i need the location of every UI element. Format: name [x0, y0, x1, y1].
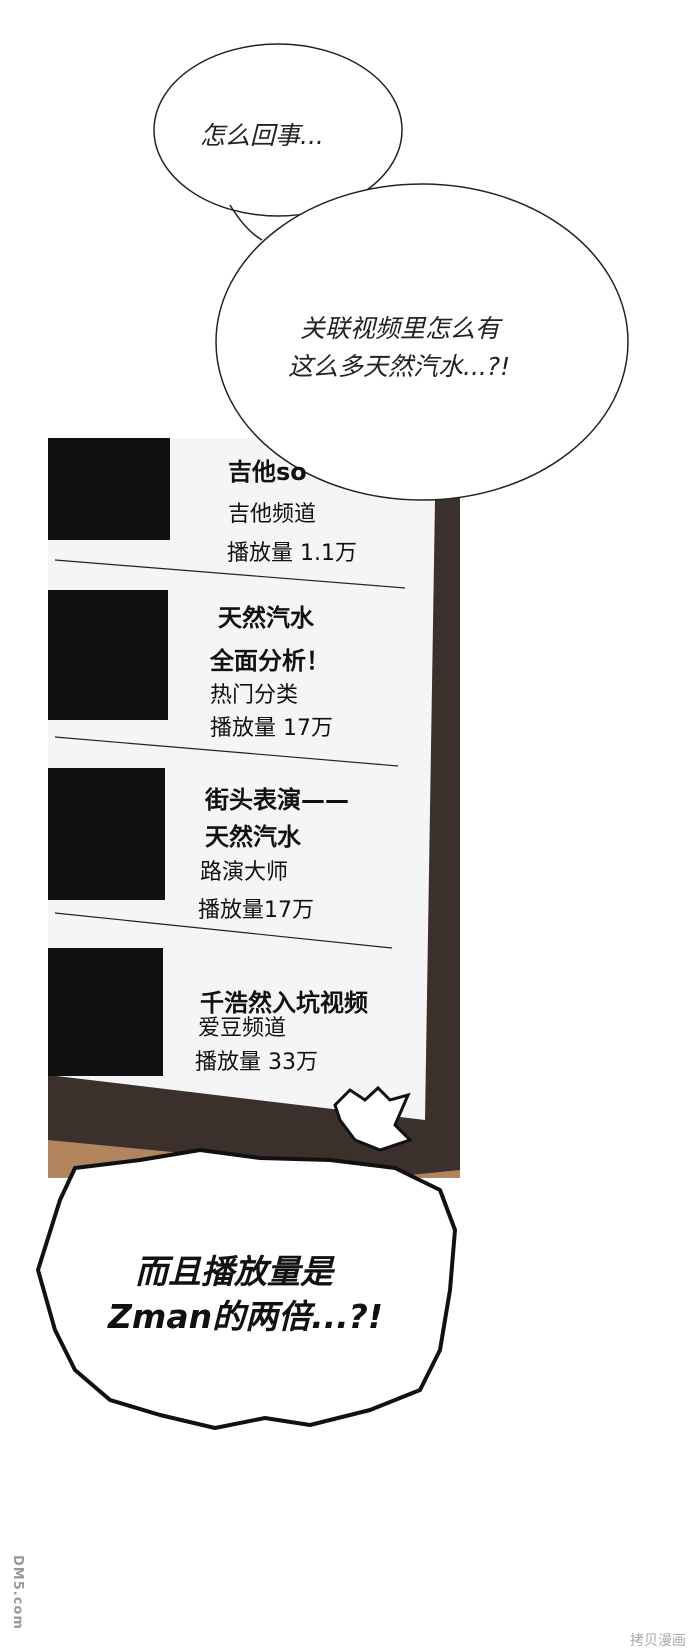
video-title[interactable]: 天然汽水 — [205, 823, 301, 851]
video-title[interactable]: 千浩然入坑视频 — [200, 989, 368, 1017]
speech-bubble-middle — [215, 183, 629, 501]
video-views: 播放量 1.1万 — [227, 541, 357, 566]
watermark-right: 拷贝漫画 — [630, 1633, 686, 1649]
video-thumbnail[interactable] — [48, 438, 170, 540]
video-title[interactable]: 天然汽水 — [218, 604, 314, 632]
shout-text-1: 而且播放量是 — [135, 1252, 333, 1291]
divider — [54, 912, 393, 949]
impact-burst — [333, 1085, 413, 1152]
video-channel: 热门分类 — [210, 683, 299, 708]
video-thumbnail[interactable] — [48, 948, 163, 1076]
phone-panel — [48, 438, 460, 1178]
divider — [54, 559, 406, 589]
divider — [54, 736, 399, 767]
video-title[interactable]: 街头表演—— — [205, 786, 349, 814]
speech-text-top: 怎么回事... — [200, 121, 324, 150]
video-thumbnail[interactable] — [48, 768, 165, 900]
video-title[interactable]: 全面分析！ — [210, 647, 330, 675]
speech-bubble-top — [153, 43, 403, 217]
bubble-tail — [229, 204, 263, 241]
video-channel: 吉他频道 — [228, 502, 317, 527]
shout-bubble — [36, 1148, 457, 1430]
video-views: 播放量17万 — [198, 898, 314, 923]
watermark-left: DM5.com — [10, 1555, 25, 1630]
video-channel: 爱豆频道 — [198, 1016, 287, 1041]
video-views: 播放量 17万 — [210, 716, 333, 741]
speech-text-middle-1: 关联视频里怎么有 — [300, 314, 501, 343]
video-title[interactable]: 吉他so — [228, 458, 307, 486]
video-channel: 路演大师 — [200, 860, 289, 885]
video-views: 播放量 33万 — [195, 1050, 318, 1075]
video-thumbnail[interactable] — [48, 590, 168, 720]
shout-text-2: Zman的两倍...?! — [108, 1297, 383, 1336]
speech-text-middle-2: 这么多天然汽水...?! — [288, 352, 511, 381]
